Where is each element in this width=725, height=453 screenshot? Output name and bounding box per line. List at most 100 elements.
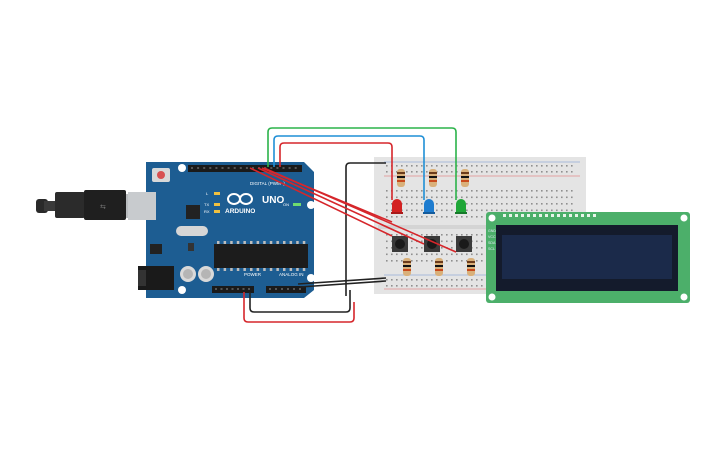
breadboard-hole — [471, 209, 473, 212]
breadboard-hole — [416, 165, 418, 167]
lcd-pin-sda: SDA — [488, 241, 496, 245]
breadboard-hole — [386, 285, 388, 287]
breadboard-hole — [411, 253, 413, 256]
breadboard-hole — [551, 171, 553, 173]
wire-red-btn-2[interactable] — [257, 167, 425, 245]
wire-black-top[interactable] — [345, 162, 386, 296]
breadboard-hole — [436, 209, 438, 212]
digital-header[interactable] — [188, 165, 302, 172]
breadboard-hole — [446, 165, 448, 167]
breadboard-hole — [406, 190, 408, 192]
wire-red-btn-1[interactable] — [249, 167, 393, 237]
breadboard-hole — [406, 171, 408, 173]
breadboard-hole — [391, 260, 393, 262]
breadboard-hole — [446, 240, 448, 243]
breadboard-hole — [416, 209, 418, 212]
breadboard-hole — [541, 209, 543, 212]
digital-label: DIGITAL (PWM~) — [250, 181, 285, 186]
breadboard-hole — [541, 196, 543, 199]
green-led[interactable] — [455, 199, 467, 214]
lcd-pin — [509, 214, 512, 217]
breadboard-hole — [546, 203, 548, 205]
breadboard-hole — [451, 209, 453, 212]
wire-red-top[interactable] — [279, 142, 393, 200]
resistor-3[interactable] — [461, 169, 469, 187]
analog-header[interactable] — [266, 286, 306, 293]
breadboard-hole — [496, 190, 498, 192]
lcd-pin — [593, 214, 596, 217]
breadboard-hole — [386, 216, 388, 218]
lcd-pin — [527, 214, 530, 217]
breadboard-hole — [486, 165, 488, 167]
breadboard-hole — [436, 196, 438, 199]
red-led[interactable] — [391, 199, 403, 214]
breadboard-hole — [511, 165, 513, 167]
breadboard-hole — [506, 203, 508, 205]
chip-leg — [230, 241, 233, 244]
header-pin — [239, 167, 242, 169]
breadboard-hole — [476, 247, 478, 249]
breadboard-hole — [406, 279, 408, 281]
lcd-i2c-display[interactable]: GND VCC SDA SCL — [486, 212, 690, 303]
breadboard-hole — [476, 253, 478, 256]
breadboard-hole — [396, 171, 398, 173]
breadboard-hole — [451, 285, 453, 287]
breadboard-hole — [416, 216, 418, 218]
breadboard-hole — [386, 253, 388, 256]
arduino-uno-board[interactable]: L TX RX ON ARDUINO UNO DIGITAL (PWM~) PO… — [128, 162, 315, 298]
breadboard-hole — [426, 253, 428, 256]
breadboard-hole — [386, 165, 388, 167]
resistor-1[interactable] — [397, 169, 405, 187]
breadboard-hole — [436, 165, 438, 167]
wire-green[interactable] — [267, 127, 457, 200]
lcd-pin — [563, 214, 566, 217]
header-pin — [252, 167, 254, 169]
chip-leg — [276, 241, 279, 244]
header-pin — [220, 288, 223, 290]
breadboard-hole — [421, 247, 423, 249]
header-pin — [242, 288, 245, 290]
breadboard-hole — [501, 196, 503, 199]
chip-leg — [283, 268, 286, 271]
breadboard-hole — [466, 234, 468, 236]
wire-blue[interactable] — [273, 135, 425, 200]
wire-red-bottom[interactable] — [243, 292, 355, 323]
wire-black-bottom[interactable] — [249, 290, 351, 313]
breadboard-hole — [396, 253, 398, 256]
resistor-5[interactable] — [435, 258, 443, 276]
resistor-6[interactable] — [467, 258, 475, 276]
breadboard-hole — [421, 253, 423, 256]
breadboard-hole — [391, 234, 393, 236]
breadboard-hole — [526, 171, 528, 173]
breadboard-hole — [501, 165, 503, 167]
usb-icon: ⇆ — [100, 204, 106, 211]
breadboard-hole — [506, 209, 508, 212]
breadboard-hole — [491, 171, 493, 173]
wire-black-analog[interactable] — [299, 280, 387, 288]
push-button-1[interactable] — [392, 236, 408, 252]
wire-black-analog-2[interactable] — [297, 277, 387, 285]
chip-leg — [302, 241, 306, 244]
resistor-4[interactable] — [403, 258, 411, 276]
breadboard-hole — [471, 216, 473, 218]
blue-led[interactable] — [423, 199, 435, 214]
push-button-3[interactable] — [456, 236, 472, 252]
header-pin — [237, 288, 239, 290]
breadboard-hole — [511, 209, 513, 212]
breadboard-hole — [461, 285, 463, 287]
breadboard-hole — [466, 209, 468, 212]
breadboard-hole — [416, 203, 418, 205]
wire-red-btn-4[interactable] — [261, 167, 393, 223]
breadboard-hole — [521, 203, 523, 205]
breadboard-hole — [526, 203, 528, 205]
resistor-2[interactable] — [429, 169, 437, 187]
breadboard-hole — [496, 203, 498, 205]
breadboard-hole — [566, 203, 568, 205]
breadboard-hole — [461, 190, 463, 192]
chip-leg — [236, 268, 240, 271]
breadboard-hole — [481, 216, 483, 218]
arduino-brand: ARDUINO — [225, 208, 255, 215]
breadboard-hole — [406, 196, 408, 199]
chip-leg — [217, 241, 220, 244]
